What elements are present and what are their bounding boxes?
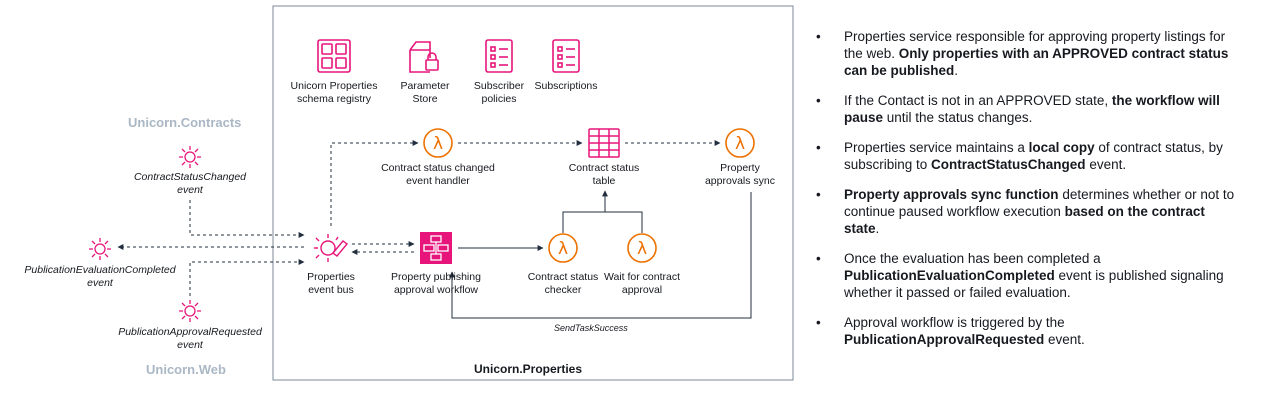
note-text: .	[954, 63, 959, 78]
note-text: until the status changes.	[883, 110, 1033, 125]
event-bus-icon	[314, 234, 349, 262]
property-approvals-sync-label: Property approvals sync	[704, 162, 776, 187]
svg-text:λ: λ	[433, 134, 443, 154]
note-text: Approval workflow is triggered by the	[844, 315, 1065, 330]
note-text: event is published signaling whether it …	[844, 268, 1224, 300]
subscriber-policies-label: Subscriber policies	[473, 80, 525, 105]
note-emphasis: based on the contract state	[844, 204, 1205, 236]
notes-list: Properties service responsible for appro…	[816, 28, 1236, 361]
wait-for-approval-label: Wait for contract approval	[603, 271, 681, 296]
note-emphasis: Only properties with an APPROVED contrac…	[844, 46, 1229, 78]
property-approvals-sync-lambda-icon: λ	[725, 128, 755, 158]
parameter-store-label: Parameter Store	[400, 80, 450, 105]
publication-evaluation-completed-event-label: PublicationEvaluationCompleted event	[24, 264, 176, 289]
note-item: Property approvals sync function determi…	[816, 186, 1236, 237]
contract-status-changed-event-label: ContractStatusChanged event	[133, 171, 247, 196]
note-text: Once the evaluation has been completed a	[844, 251, 1101, 266]
note-emphasis: PublicationEvaluationCompleted	[844, 268, 1055, 283]
subscriptions-label: Subscriptions	[534, 80, 598, 92]
note-text: Properties service responsible for appro…	[844, 29, 1226, 61]
contract-status-table-label: Contract status table	[568, 162, 640, 187]
publication-approval-requested-event-label: PublicationApprovalRequested event	[118, 326, 262, 351]
note-text: of contract status, by subscribing to	[844, 140, 1223, 172]
web-domain-label: Unicorn.Web	[146, 362, 226, 377]
svg-text:λ: λ	[637, 239, 647, 259]
subscriber-policies-icon	[485, 39, 513, 73]
note-emphasis: local copy	[1028, 140, 1095, 155]
wait-for-approval-lambda-icon: λ	[627, 233, 657, 263]
note-emphasis: PublicationApprovalRequested	[844, 332, 1045, 347]
publishing-workflow-label: Property publishing approval workflow	[391, 271, 481, 296]
publication-evaluation-completed-event-icon	[89, 238, 111, 260]
contract-status-table-icon	[588, 128, 620, 158]
contracts-domain-label: Unicorn.Contracts	[128, 115, 242, 130]
note-text: determines whether or not to continue pa…	[844, 187, 1235, 219]
publication-approval-requested-event-icon	[179, 300, 201, 322]
note-item: If the Contact is not in an APPROVED sta…	[816, 92, 1236, 126]
note-text: .	[875, 221, 880, 236]
event-bus-label: Properties event bus	[307, 271, 355, 296]
contract-status-changed-event-icon	[179, 146, 201, 168]
svg-text:λ: λ	[558, 239, 568, 259]
contract-status-checker-label: Contract status checker	[527, 271, 599, 296]
svg-text:λ: λ	[735, 134, 745, 154]
note-emphasis: ContractStatusChanged	[931, 157, 1086, 172]
properties-domain-box	[272, 5, 794, 381]
note-emphasis: Property approvals sync function	[844, 187, 1059, 202]
schema-registry-icon	[317, 39, 351, 73]
properties-domain-label: Unicorn.Properties	[474, 362, 583, 376]
contract-status-handler-lambda-icon: λ	[423, 128, 453, 158]
note-emphasis: the workflow will pause	[844, 93, 1220, 125]
note-item: Approval workflow is triggered by the Pu…	[816, 314, 1236, 348]
note-text: event.	[1044, 332, 1085, 347]
note-text: If the Contact is not in an APPROVED sta…	[844, 93, 1112, 108]
connectors	[117, 140, 752, 319]
note-text: event.	[1085, 157, 1127, 172]
note-item: Properties service responsible for appro…	[816, 28, 1236, 79]
note-text: Properties service maintains a	[844, 140, 1029, 155]
step-functions-workflow-icon	[420, 232, 452, 264]
note-item: Once the evaluation has been completed a…	[816, 250, 1236, 301]
schema-registry-label: Unicorn Properties schema registry	[290, 80, 378, 105]
send-task-success-label: SendTaskSuccess	[554, 323, 628, 333]
parameter-store-icon	[409, 41, 439, 73]
note-item: Properties service maintains a local cop…	[816, 139, 1236, 173]
contract-status-checker-lambda-icon: λ	[548, 233, 578, 263]
contract-status-handler-label: Contract status changed event handler	[381, 162, 495, 187]
subscriptions-icon	[552, 39, 580, 73]
